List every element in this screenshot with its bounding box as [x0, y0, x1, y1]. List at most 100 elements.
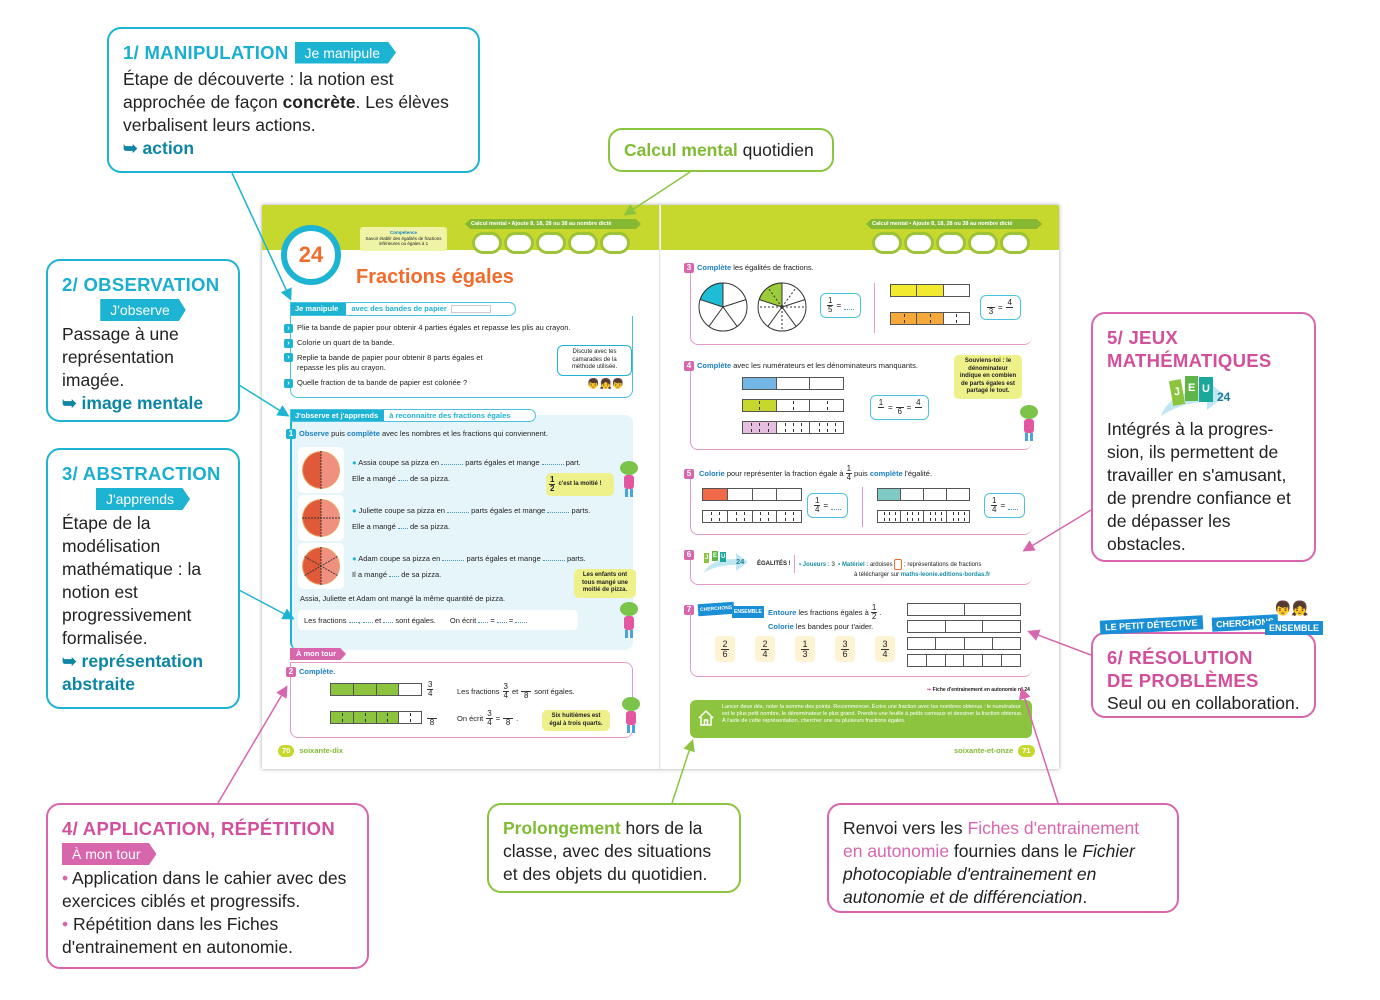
- fraction-bar: [330, 683, 422, 696]
- callout-body: Étape de la modélisation mathématique : …: [62, 513, 202, 648]
- calcul-answer-slot[interactable]: [600, 232, 630, 254]
- callout-body: Intégrés à la progres-sion, ils permette…: [1107, 419, 1291, 554]
- bar-cell: [944, 285, 969, 296]
- bar-cell: [331, 684, 354, 695]
- je-manipule-header: Je manipule avec des bandes de papier: [290, 302, 516, 316]
- bar-cell: [946, 621, 984, 632]
- bar-cell: [936, 638, 965, 649]
- lesson-title: Fractions égales: [356, 266, 514, 288]
- callout-title: 3/ ABSTRACTION: [62, 463, 221, 484]
- calcul-answer-slot[interactable]: [872, 232, 902, 254]
- exercise-5-box: [690, 479, 1032, 535]
- bar-cell: [878, 489, 901, 500]
- calcul-answer-slot[interactable]: [504, 232, 534, 254]
- download-link[interactable]: maths-leonie.editions-bordas.fr: [900, 572, 991, 579]
- callout-abstraction: 3/ ABSTRACTION J'apprends Étape de la mo…: [46, 448, 240, 709]
- bar-cell: [777, 378, 811, 389]
- pizza-card: [298, 543, 344, 589]
- fraction-bar: [702, 488, 802, 501]
- fraction-bar: [907, 654, 1021, 667]
- tag-japprends: J'apprends: [95, 488, 191, 510]
- bar-cell: [947, 511, 969, 522]
- calcul-answer-slot[interactable]: [936, 232, 966, 254]
- summary-text: Assia, Juliette et Adam ont mangé la mêm…: [300, 594, 506, 603]
- calcul-answer-slot[interactable]: [1000, 232, 1030, 254]
- pizza-card: [298, 447, 344, 493]
- bar-cell: [924, 489, 947, 500]
- fraction-bar: [330, 711, 422, 724]
- arrow-right-icon: ➥: [62, 651, 82, 671]
- fraction-bar: [702, 510, 802, 523]
- pizza-icon: [302, 547, 340, 585]
- bar-cell: [901, 489, 924, 500]
- bar-cell: [810, 378, 843, 389]
- children-icon: 👦👧👦: [587, 379, 625, 390]
- lesson-number: 24: [281, 225, 341, 285]
- fraction-bar: [890, 312, 970, 325]
- fraction-box-ex3b: 3=4: [980, 295, 1021, 320]
- game-title: ÉGALITÉS !: [757, 561, 791, 567]
- callout-title: 5/ JEUX: [1107, 327, 1178, 348]
- tag-jobserve: J'observe: [100, 299, 186, 321]
- calcul-answer-slot[interactable]: [568, 232, 598, 254]
- pizza-row-text: ● Assia coupe sa pizza en parts égales e…: [352, 458, 581, 483]
- calcul-answer-slot[interactable]: [968, 232, 998, 254]
- reminder-bubble: Souviens-toi : le dénominateur indique e…: [954, 355, 1022, 399]
- bar-cell: [891, 313, 918, 324]
- bar-cell: [917, 313, 944, 324]
- slate-icon: [894, 559, 903, 570]
- calcul-answer-slot[interactable]: [472, 232, 502, 254]
- observe-header: J'observe et j'apprends à reconnaitre de…: [290, 409, 536, 422]
- frog-bubble-six-huitiemes: Six huitièmes est égal à trois quarts.: [542, 710, 610, 731]
- bar-cell: [901, 511, 924, 522]
- textbook-spread: Compétence Savoir établir des égalités d…: [262, 205, 1059, 769]
- fractions-equal-box: Les fractions , et sont égales. On écrit…: [298, 610, 578, 630]
- callout-renvoi: Renvoi vers les Fiches d'entrainement en…: [827, 803, 1179, 913]
- callout-calcul-mental: Calcul mental quotidien: [608, 128, 834, 172]
- callout-keyword: action: [142, 138, 195, 158]
- bar-cell: [703, 511, 728, 522]
- fraction-box-ex4: 1 = 6=4: [870, 395, 930, 420]
- callout-keyword: représentation abstraite: [62, 651, 204, 694]
- tag-ensemble: ENSEMBLE: [1265, 621, 1324, 635]
- bar-cell: [965, 638, 993, 649]
- callout-prolongement: Prolongement hors de la classe, avec des…: [487, 803, 741, 893]
- frog-bubble-moitie: Les enfants ont tous mangé une moitié de…: [574, 569, 636, 598]
- calcul-answer-slot[interactable]: [904, 232, 934, 254]
- callout-title: 4/ APPLICATION, RÉPÉTITION: [62, 818, 335, 839]
- pie-tenths: [757, 282, 807, 332]
- pizza-icon: [302, 451, 340, 489]
- bar-cell: [753, 511, 778, 522]
- pie-fifths: [698, 282, 748, 332]
- fiche-reference[interactable]: ➥ Fiche d'entrainement en autonomie n° 2…: [927, 687, 1030, 693]
- callout-observation: 2/ OBSERVATION J'observe Passage à une r…: [46, 259, 240, 422]
- calcul-answer-slot[interactable]: [536, 232, 566, 254]
- bar-cell: [891, 285, 918, 296]
- exercise-3-box: [690, 273, 1032, 345]
- tag-a-mon-tour: À mon tour: [62, 843, 157, 865]
- callout-title: 6/ RÉSOLUTION: [1107, 647, 1253, 668]
- exercise-7-box: [690, 613, 1032, 677]
- frog-mascot: [622, 697, 640, 733]
- bar-cell: [1002, 655, 1020, 666]
- bar-cell: [331, 712, 354, 723]
- children-icon: 👦👧: [1274, 600, 1309, 616]
- bar-cell: [753, 489, 778, 500]
- bar-cell: [728, 511, 753, 522]
- manipule-steps: ›Plie ta bande de papier pour obtenir 4 …: [284, 323, 614, 388]
- callout-title: 2/ OBSERVATION: [62, 274, 220, 295]
